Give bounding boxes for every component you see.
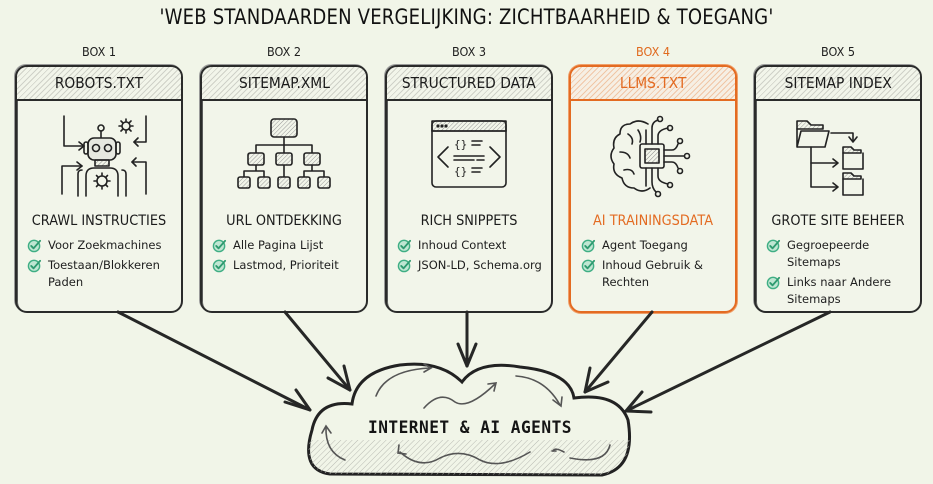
card-title: SITEMAP.XML bbox=[238, 74, 330, 92]
svg-text:{}: {} bbox=[454, 165, 467, 178]
box-1-label: BOX 1 bbox=[81, 44, 117, 59]
card-title: ROBOTS.TXT bbox=[54, 74, 144, 92]
bullet-list: Inhoud Context JSON-LD, Schema.org bbox=[387, 237, 551, 274]
check-icon bbox=[581, 238, 596, 253]
code-window-icon: {} {} bbox=[387, 101, 551, 211]
arrow-icon bbox=[116, 310, 832, 414]
box-3-label: BOX 3 bbox=[451, 44, 487, 59]
bullet-list: Alle Pagina Lijst Lastmod, Prioriteit bbox=[202, 237, 366, 274]
card-subtitle: GROTE SITE BEHEER bbox=[771, 213, 905, 229]
check-icon bbox=[766, 238, 781, 253]
card-subtitle: AI TRAININGSDATA bbox=[592, 213, 714, 229]
folder-hierarchy-icon bbox=[756, 101, 920, 211]
bullet-list: Agent Toegang Inhoud Gebruik & Rechten bbox=[571, 237, 735, 291]
diagram-title: 'WEB STANDAARDEN VERGELIJKING: ZICHTBAAR… bbox=[159, 5, 774, 29]
brain-chip-icon bbox=[571, 101, 735, 211]
robot-gears-icon bbox=[17, 101, 181, 211]
card-title: SITEMAP INDEX bbox=[784, 74, 892, 92]
check-icon bbox=[27, 258, 42, 273]
box-5-label: BOX 5 bbox=[820, 44, 856, 59]
card-header: SITEMAP INDEX bbox=[756, 67, 920, 101]
check-icon bbox=[212, 238, 227, 253]
list-item: Inhoud Gebruik & Rechten bbox=[581, 257, 729, 291]
svg-text:{}: {} bbox=[454, 138, 467, 151]
list-item: JSON-LD, Schema.org bbox=[397, 257, 545, 274]
check-icon bbox=[212, 258, 227, 273]
sitemap-tree-icon bbox=[202, 101, 366, 211]
list-item: Agent Toegang bbox=[581, 237, 729, 254]
check-icon bbox=[397, 258, 412, 273]
card-header: LLMS.TXT bbox=[571, 67, 735, 101]
card-title: LLMS.TXT bbox=[619, 74, 687, 92]
card-title: STRUCTURED DATA bbox=[402, 74, 536, 92]
card-header: ROBOTS.TXT bbox=[17, 67, 181, 101]
box-2-label: BOX 2 bbox=[266, 44, 302, 59]
list-item: Inhoud Context bbox=[397, 237, 545, 254]
list-item: Toestaan/Blokkeren Paden bbox=[27, 257, 175, 291]
card-header: STRUCTURED DATA bbox=[387, 67, 551, 101]
card-header: SITEMAP.XML bbox=[202, 67, 366, 101]
cloud-label: INTERNET & AI AGENTS bbox=[368, 418, 572, 438]
bullet-list: Voor Zoekmachines Toestaan/Blokkeren Pad… bbox=[17, 237, 181, 291]
list-item: Lastmod, Prioriteit bbox=[212, 257, 360, 274]
card-subtitle: URL ONTDEKKING bbox=[226, 213, 342, 229]
list-item: Alle Pagina Lijst bbox=[212, 237, 360, 254]
list-item: Voor Zoekmachines bbox=[27, 237, 175, 254]
check-icon bbox=[581, 258, 596, 273]
list-item: Gegroepeerde Sitemaps bbox=[766, 237, 914, 271]
check-icon bbox=[27, 238, 42, 253]
card-subtitle: CRAWL INSTRUCTIES bbox=[31, 213, 167, 229]
card-robots-txt: ROBOTS.TXT CRAWL INSTRUCTIES Voor Zoekma… bbox=[15, 65, 183, 313]
card-sitemap-index: SITEMAP INDEX GROTE SITE BEHEER Gegroepe… bbox=[754, 65, 922, 313]
card-llms-txt: LLMS.TXT AI TRAININGSDATA Agent Toegang … bbox=[569, 65, 737, 313]
box-4-label: BOX 4 bbox=[635, 44, 671, 59]
card-subtitle: RICH SNIPPETS bbox=[420, 213, 518, 229]
check-icon bbox=[766, 275, 781, 290]
list-item: Links naar Andere Sitemaps bbox=[766, 274, 914, 308]
card-structured-data: STRUCTURED DATA {} {} RICH SNIPPETS Inho… bbox=[385, 65, 553, 313]
card-sitemap-xml: SITEMAP.XML URL ONTDEKKING Alle Pagina L… bbox=[200, 65, 368, 313]
bullet-list: Gegroepeerde Sitemaps Links naar Andere … bbox=[756, 237, 920, 308]
check-icon bbox=[397, 238, 412, 253]
